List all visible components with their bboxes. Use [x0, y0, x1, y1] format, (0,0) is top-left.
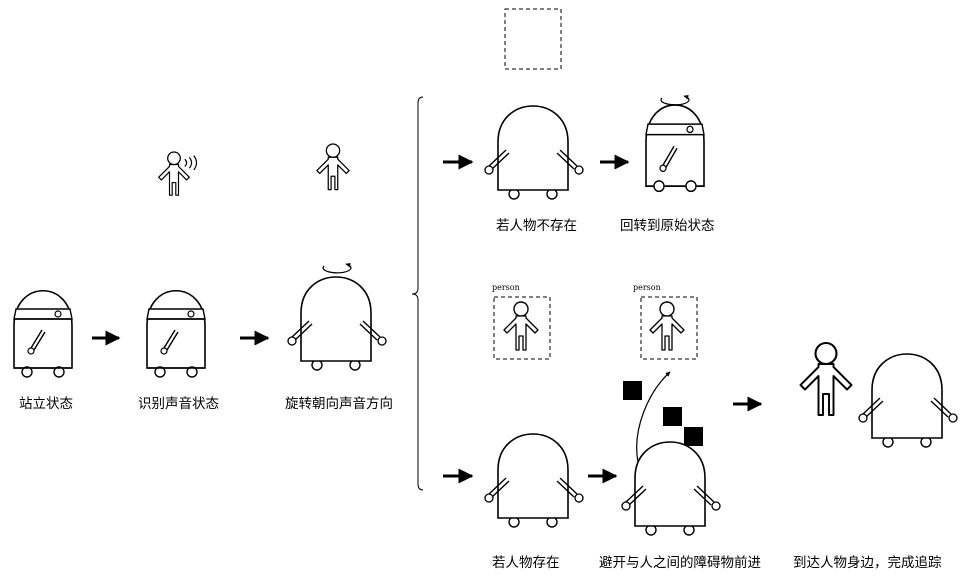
label-return-original: 回转到原始状态 — [620, 218, 715, 234]
person-reached — [799, 341, 853, 417]
label-avoid-obstacles: 避开与人之间的障碍物前进 — [599, 555, 761, 571]
person-speaking — [158, 151, 198, 196]
obstacles — [623, 381, 703, 446]
person-detected-a — [503, 301, 539, 351]
label-standing: 站立状态 — [19, 396, 73, 412]
person-source — [316, 143, 350, 191]
avoid-path-arrow — [636, 371, 671, 463]
label-rotate-to-sound: 旋转朝向声音方向 — [285, 396, 393, 412]
label-reach-person: 到达人物身边，完成追踪 — [793, 555, 942, 571]
robot-standing — [13, 289, 73, 378]
robot-rotating — [287, 264, 387, 371]
person-detected-b — [649, 301, 685, 351]
robot-returning — [645, 96, 705, 193]
tag-person-b: person — [633, 283, 661, 292]
empty-target-box — [504, 8, 562, 70]
robot-recognizing — [146, 289, 206, 378]
robot-present-branch — [484, 433, 584, 528]
label-person-present: 若人物存在 — [492, 555, 560, 571]
person-box-a — [493, 296, 551, 360]
robot-arrived — [858, 353, 958, 448]
label-person-absent: 若人物不存在 — [496, 218, 577, 234]
robot-absent-branch — [484, 105, 584, 200]
label-recognize-sound: 识别声音状态 — [138, 396, 219, 412]
person-box-b — [640, 296, 698, 360]
branch-brace — [411, 96, 424, 491]
tag-person-a: person — [492, 283, 520, 292]
